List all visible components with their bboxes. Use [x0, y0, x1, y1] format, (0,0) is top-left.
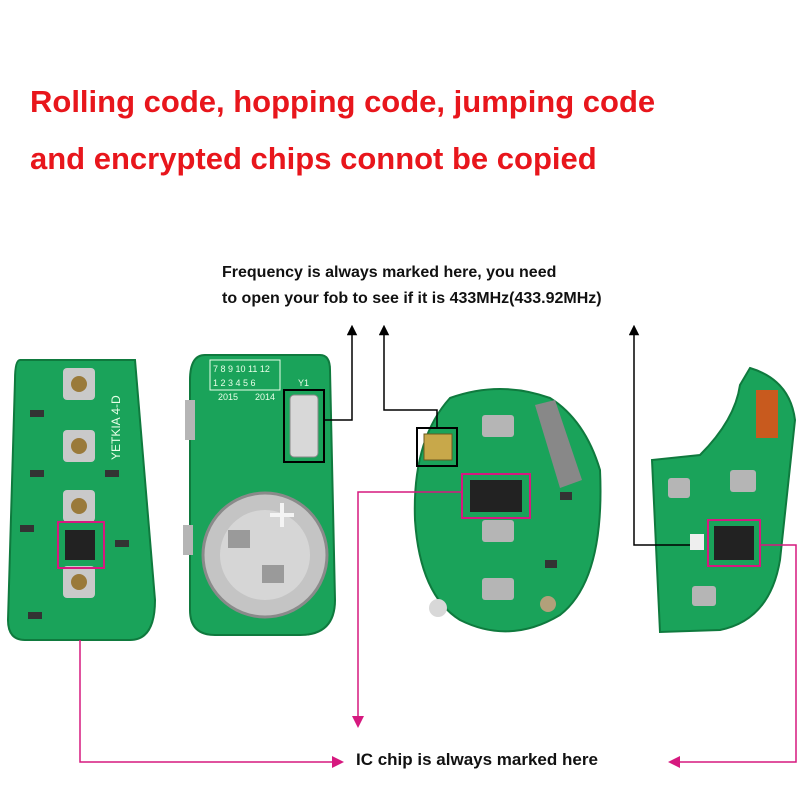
tactile-button — [63, 566, 95, 598]
frequency-marker-box — [283, 389, 325, 463]
frequency-note: Frequency is always marked here, you nee… — [222, 260, 602, 312]
tactile-button — [63, 368, 95, 400]
tactile-button — [482, 520, 514, 542]
ic-chip — [714, 526, 754, 560]
ic-chip — [65, 530, 95, 560]
ic-arrows — [79, 491, 797, 768]
crystal-oscillator — [423, 433, 453, 461]
tactile-button — [692, 586, 716, 606]
ic-marker-box — [57, 521, 105, 569]
headline-line-1: Rolling code, hopping code, jumping code — [30, 84, 656, 119]
antenna-pad — [535, 400, 582, 488]
headline-line-2: and encrypted chips connot be copied — [30, 141, 597, 176]
ic-marker-box — [461, 473, 531, 519]
tactile-button — [668, 478, 690, 498]
board-year-label: 2014 — [255, 392, 275, 402]
ic-marker-box — [707, 519, 761, 567]
tactile-button — [63, 490, 95, 522]
crystal-label: Y1 — [298, 378, 309, 388]
ic-chip — [470, 480, 522, 512]
crystal-oscillator — [690, 534, 704, 550]
frequency-note-line-1: Frequency is always marked here, you nee… — [222, 264, 557, 281]
tactile-button — [730, 470, 756, 492]
pcb-board-3 — [413, 388, 602, 633]
board-silkscreen-label: YETKIA 4-D — [109, 395, 123, 460]
connector — [756, 390, 778, 438]
tactile-button — [63, 430, 95, 462]
pcb-board-1: YETKIA 4-D — [6, 359, 157, 641]
ic-chip-note: IC chip is always marked here — [356, 750, 598, 769]
tactile-button — [482, 578, 514, 600]
board-number-row: 7 8 9 10 11 12 — [213, 364, 270, 374]
frequency-note-line-2: to open your fob to see if it is 433MHz(… — [222, 290, 602, 307]
pcb-board-4 — [650, 366, 797, 634]
frequency-arrows — [324, 324, 690, 546]
board-number-row: 1 2 3 4 5 6 — [213, 378, 256, 388]
crystal-oscillator — [289, 394, 319, 458]
tactile-button — [482, 415, 514, 437]
board-year-label: 2015 — [218, 392, 238, 402]
pcb-board-2: 7 8 9 10 11 12 1 2 3 4 5 6 2015 2014 Y1 — [183, 354, 337, 636]
